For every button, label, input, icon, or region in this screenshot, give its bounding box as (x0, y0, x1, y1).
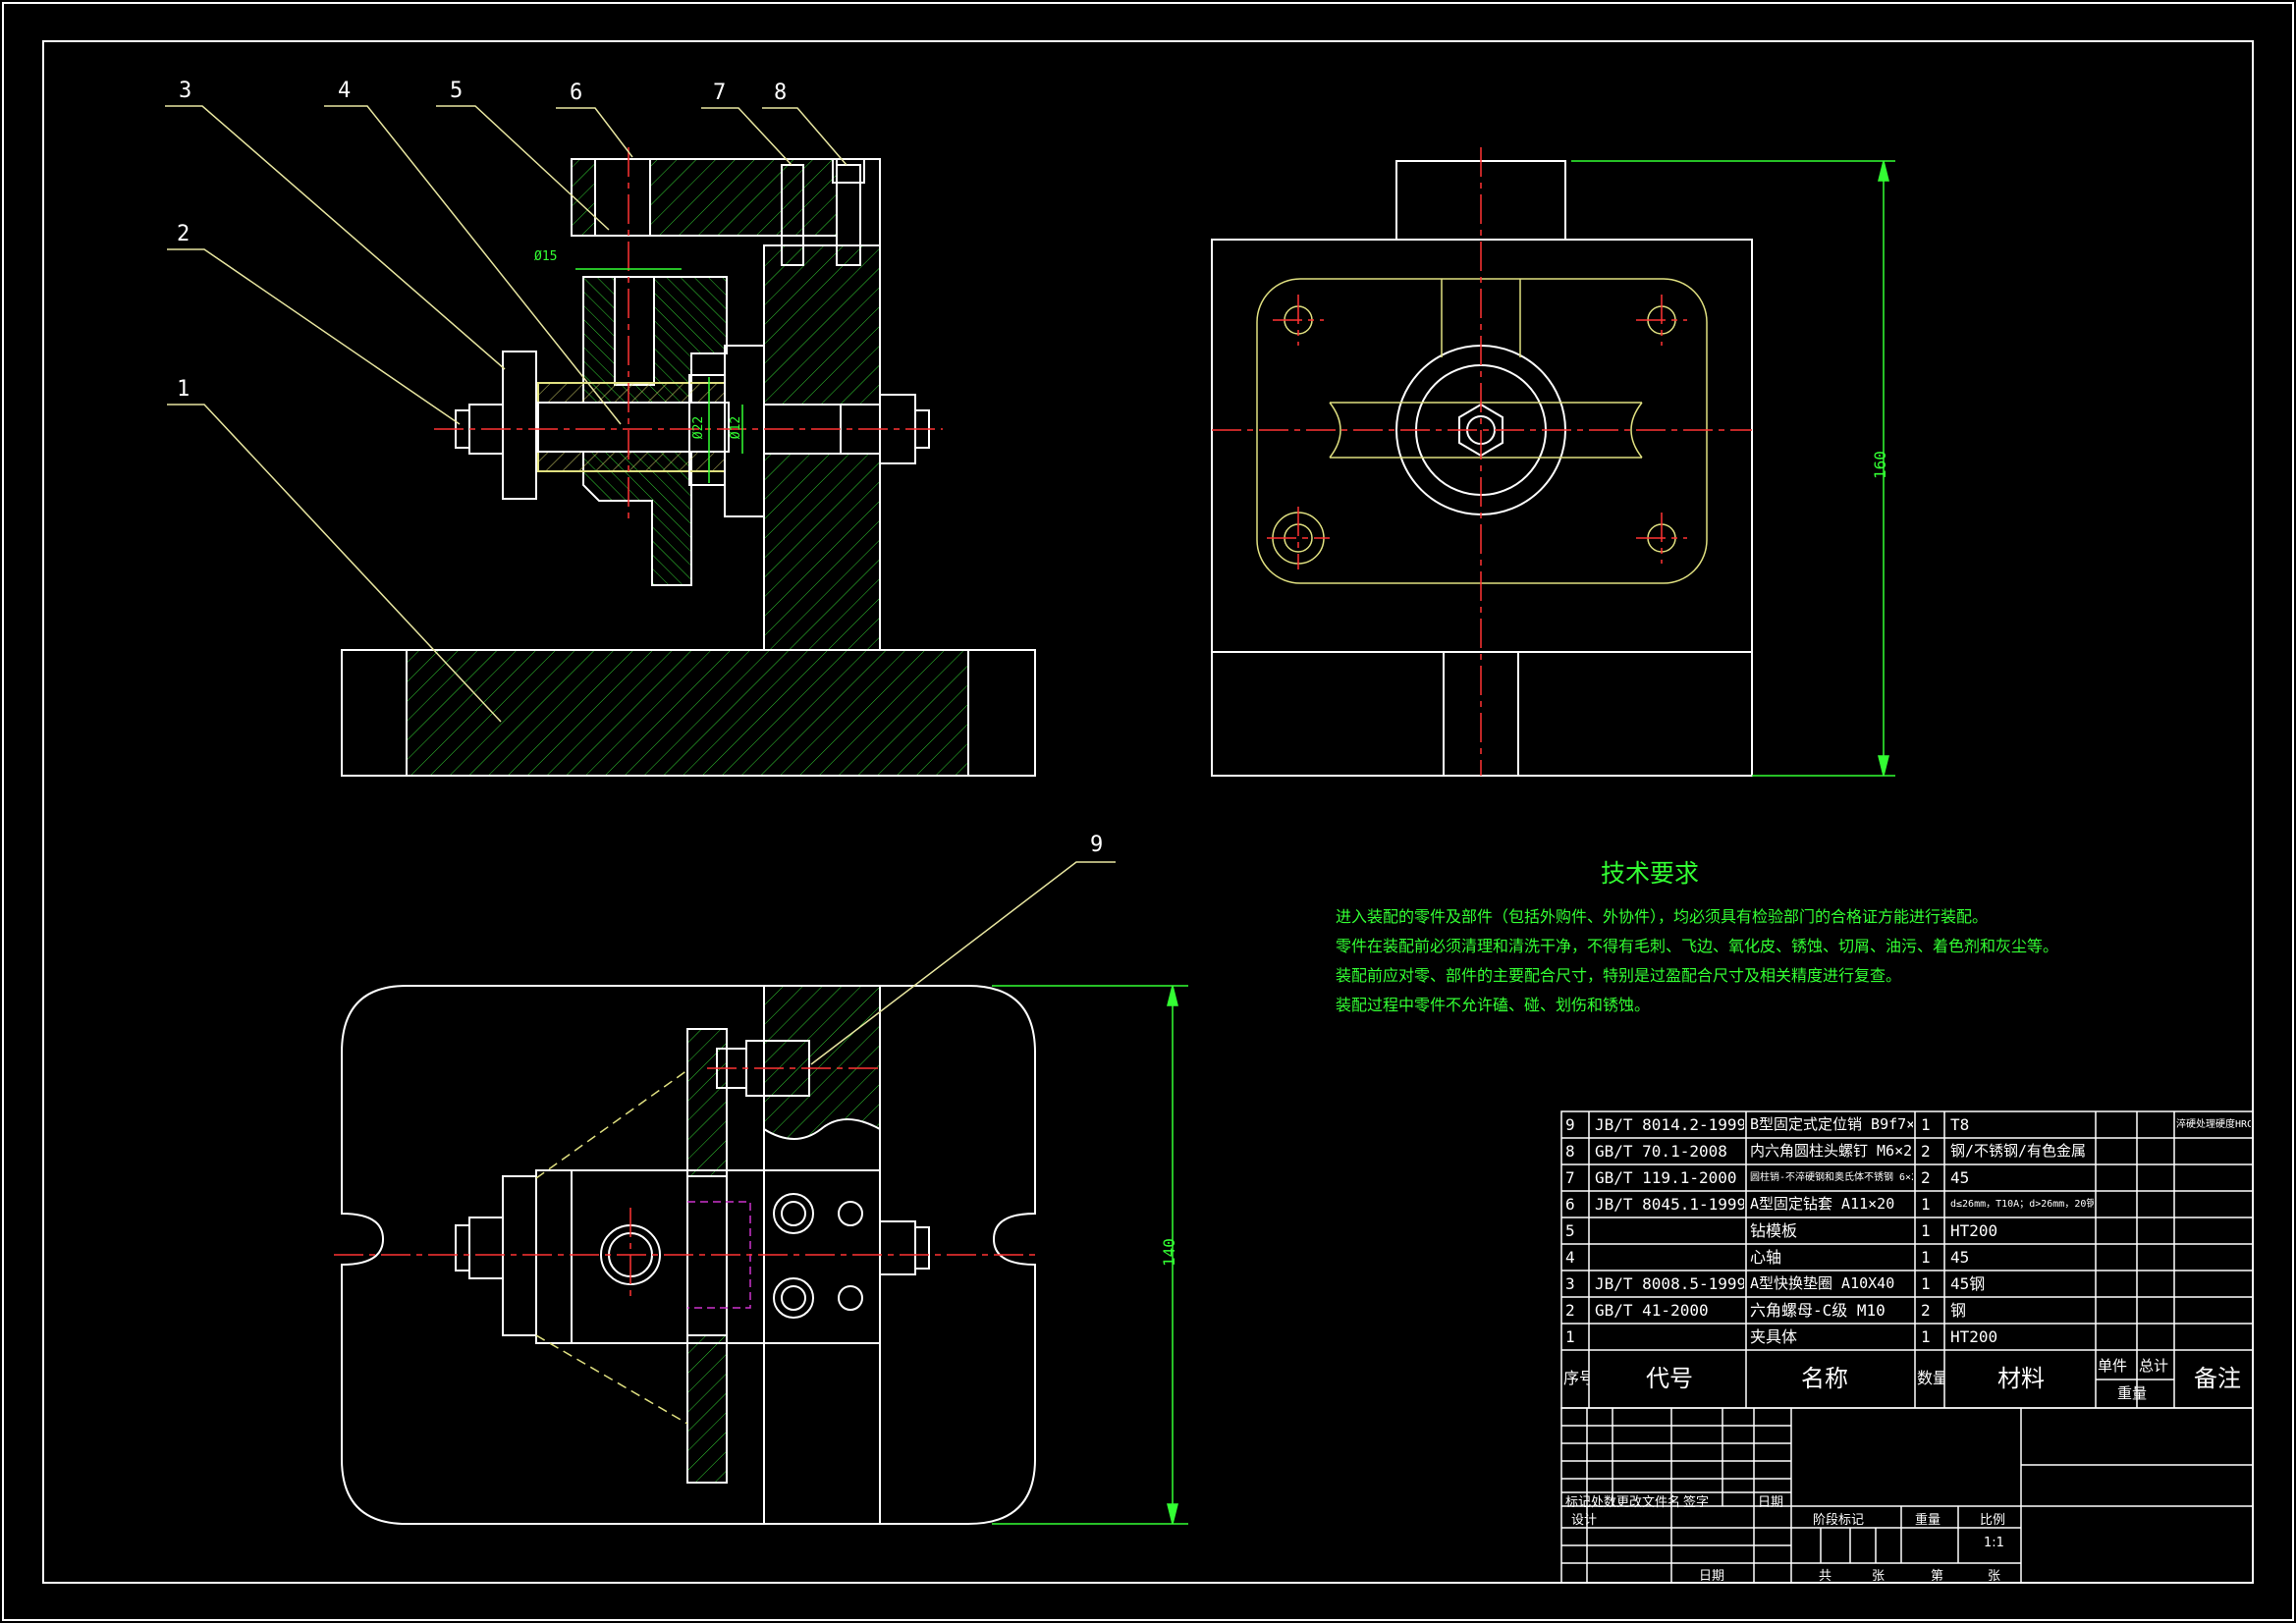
tb-approval-date: 日期 (1699, 1569, 1725, 1584)
bom-no: 8 (1565, 1142, 1575, 1161)
dim-dia-12: Ø12 (729, 415, 744, 440)
balloon-3: 3 (179, 79, 192, 103)
bom-material: 45钢 (1950, 1274, 1986, 1293)
bom-name: A型固定钻套 A11×20 (1750, 1195, 1895, 1213)
bom-name: 心轴 (1750, 1248, 1782, 1267)
bom-qty: 1 (1921, 1115, 1931, 1134)
tech-req-title: 技术要求 (1601, 859, 1700, 888)
bom-name: A型快换垫圈 A10X40 (1750, 1274, 1895, 1292)
tech-req-line-4: 装配过程中零件不允许磕、碰、划伤和锈蚀。 (1336, 996, 1651, 1014)
bom-header-no: 序号 (1563, 1369, 1589, 1387)
bom-header-weight: 重量 (2117, 1384, 2148, 1402)
bom-qty: 1 (1921, 1327, 1931, 1346)
tech-req-line-1: 进入装配的零件及部件（包括外购件、外协件），均必须具有检验部门的合格证方能进行装… (1336, 907, 1989, 926)
side-view (1211, 160, 1753, 777)
bom-no: 6 (1565, 1195, 1575, 1214)
bom-material: 45 (1950, 1248, 1970, 1267)
bom-header-total: 总计 (2139, 1357, 2169, 1375)
bom-code: JB/T 8014.2-1999 (1595, 1115, 1744, 1134)
bom-material: HT200 (1950, 1327, 1998, 1346)
tb-sign: 签字 (1683, 1495, 1710, 1510)
bom-header-name: 名称 (1801, 1365, 1848, 1392)
dim-160: 160 (1870, 451, 1889, 479)
bom-material: 钢/不锈钢/有色金属 (1950, 1142, 2087, 1160)
tb-sheet: 张 (1872, 1569, 1886, 1584)
dim-140: 140 (1159, 1238, 1178, 1267)
bom-header-code: 代号 (1646, 1365, 1693, 1392)
bom-name: 圆柱销-不淬硬钢和奥氏体不锈钢 6×20 (1750, 1172, 1913, 1183)
tb-stage: 阶段标记 (1813, 1513, 1865, 1528)
tb-count: 处数 (1591, 1495, 1617, 1510)
tech-req-line-3: 装配前应对零、部件的主要配合尺寸，特别是过盈配合尺寸及相关精度进行复查。 (1336, 966, 1902, 985)
tb-sheet-no: 第 (1931, 1569, 1944, 1584)
balloon-7: 7 (713, 81, 727, 105)
balloon-6: 6 (570, 81, 583, 105)
bom-name: 六角螺母-C级 M10 (1750, 1301, 1886, 1320)
bom-code: GB/T 70.1-2008 (1595, 1142, 1727, 1161)
balloon-9: 9 (1090, 833, 1104, 857)
bom-material: T8 (1950, 1115, 1970, 1134)
balloon-4: 4 (338, 79, 352, 103)
title-block-grid (1560, 1407, 2254, 1584)
tb-date: 日期 (1758, 1495, 1784, 1510)
tb-scale-label: 比例 (1980, 1513, 2006, 1528)
bom-material: 钢 (1950, 1301, 1967, 1320)
bom-material: d≤26mm，T10A；d>26mm，20钢 (1950, 1199, 2094, 1210)
bom-name: 钻模板 (1750, 1221, 1798, 1240)
bom-qty: 1 (1921, 1195, 1931, 1214)
bom-grid (1560, 1110, 2254, 1409)
bom-material: HT200 (1950, 1221, 1998, 1240)
bom-name: 内六角圆柱头螺钉 M6×20 (1750, 1142, 1913, 1160)
bom-code: JB/T 8008.5-1999 (1595, 1274, 1744, 1293)
balloon-1: 1 (177, 377, 191, 402)
bom-name: B型固定式定位销 B9f7×12 (1750, 1115, 1913, 1133)
bom-note: 淬硬处理硬度HRC55 (2176, 1119, 2251, 1130)
tb-mark: 标记 (1565, 1495, 1592, 1510)
bom-header-note: 备注 (2194, 1365, 2241, 1392)
balloon-8: 8 (774, 81, 788, 105)
bom-no: 3 (1565, 1274, 1575, 1293)
tb-change-doc: 更改文件名 (1616, 1495, 1681, 1510)
balloon-5: 5 (450, 79, 464, 103)
bom-qty: 2 (1921, 1168, 1931, 1187)
dim-dia-15: Ø15 (534, 249, 558, 264)
bom-no: 1 (1565, 1327, 1575, 1346)
dim-dia-22: Ø22 (691, 415, 707, 440)
bom-header-unit: 单件 (2098, 1357, 2128, 1375)
tb-sheet2: 张 (1988, 1569, 2001, 1584)
bom-qty: 2 (1921, 1142, 1931, 1161)
bom-qty: 2 (1921, 1301, 1931, 1320)
bom-qty: 1 (1921, 1221, 1931, 1240)
bom-no: 4 (1565, 1248, 1575, 1267)
bom-no: 2 (1565, 1301, 1575, 1320)
bom-no: 5 (1565, 1221, 1575, 1240)
tb-design: 设计 (1571, 1513, 1598, 1528)
bom-qty: 1 (1921, 1274, 1931, 1293)
tb-total-sheets: 共 (1819, 1569, 1832, 1584)
bom-qty: 1 (1921, 1248, 1931, 1267)
bom-material: 45 (1950, 1168, 1970, 1187)
tb-weight: 重量 (1915, 1513, 1941, 1528)
bom-no: 7 (1565, 1168, 1575, 1187)
tb-scale: 1:1 (1984, 1536, 2004, 1550)
inner-frame (42, 40, 2254, 1584)
bom-header-material: 材料 (1997, 1365, 2045, 1392)
bom-code: JB/T 8045.1-1999 (1595, 1195, 1744, 1214)
bom-header-qty: 数量 (1917, 1369, 1944, 1387)
bom-no: 9 (1565, 1115, 1575, 1134)
tech-req-line-2: 零件在装配前必须清理和清洗干净，不得有毛刺、飞边、氧化皮、锈蚀、切屑、油污、着色… (1336, 937, 2059, 955)
bom-name: 夹具体 (1750, 1327, 1798, 1346)
bom-code: GB/T 41-2000 (1595, 1301, 1709, 1320)
top-view (341, 985, 1036, 1525)
front-view (341, 158, 1036, 777)
bom-code: GB/T 119.1-2000 (1595, 1168, 1737, 1187)
balloon-2: 2 (177, 222, 191, 246)
